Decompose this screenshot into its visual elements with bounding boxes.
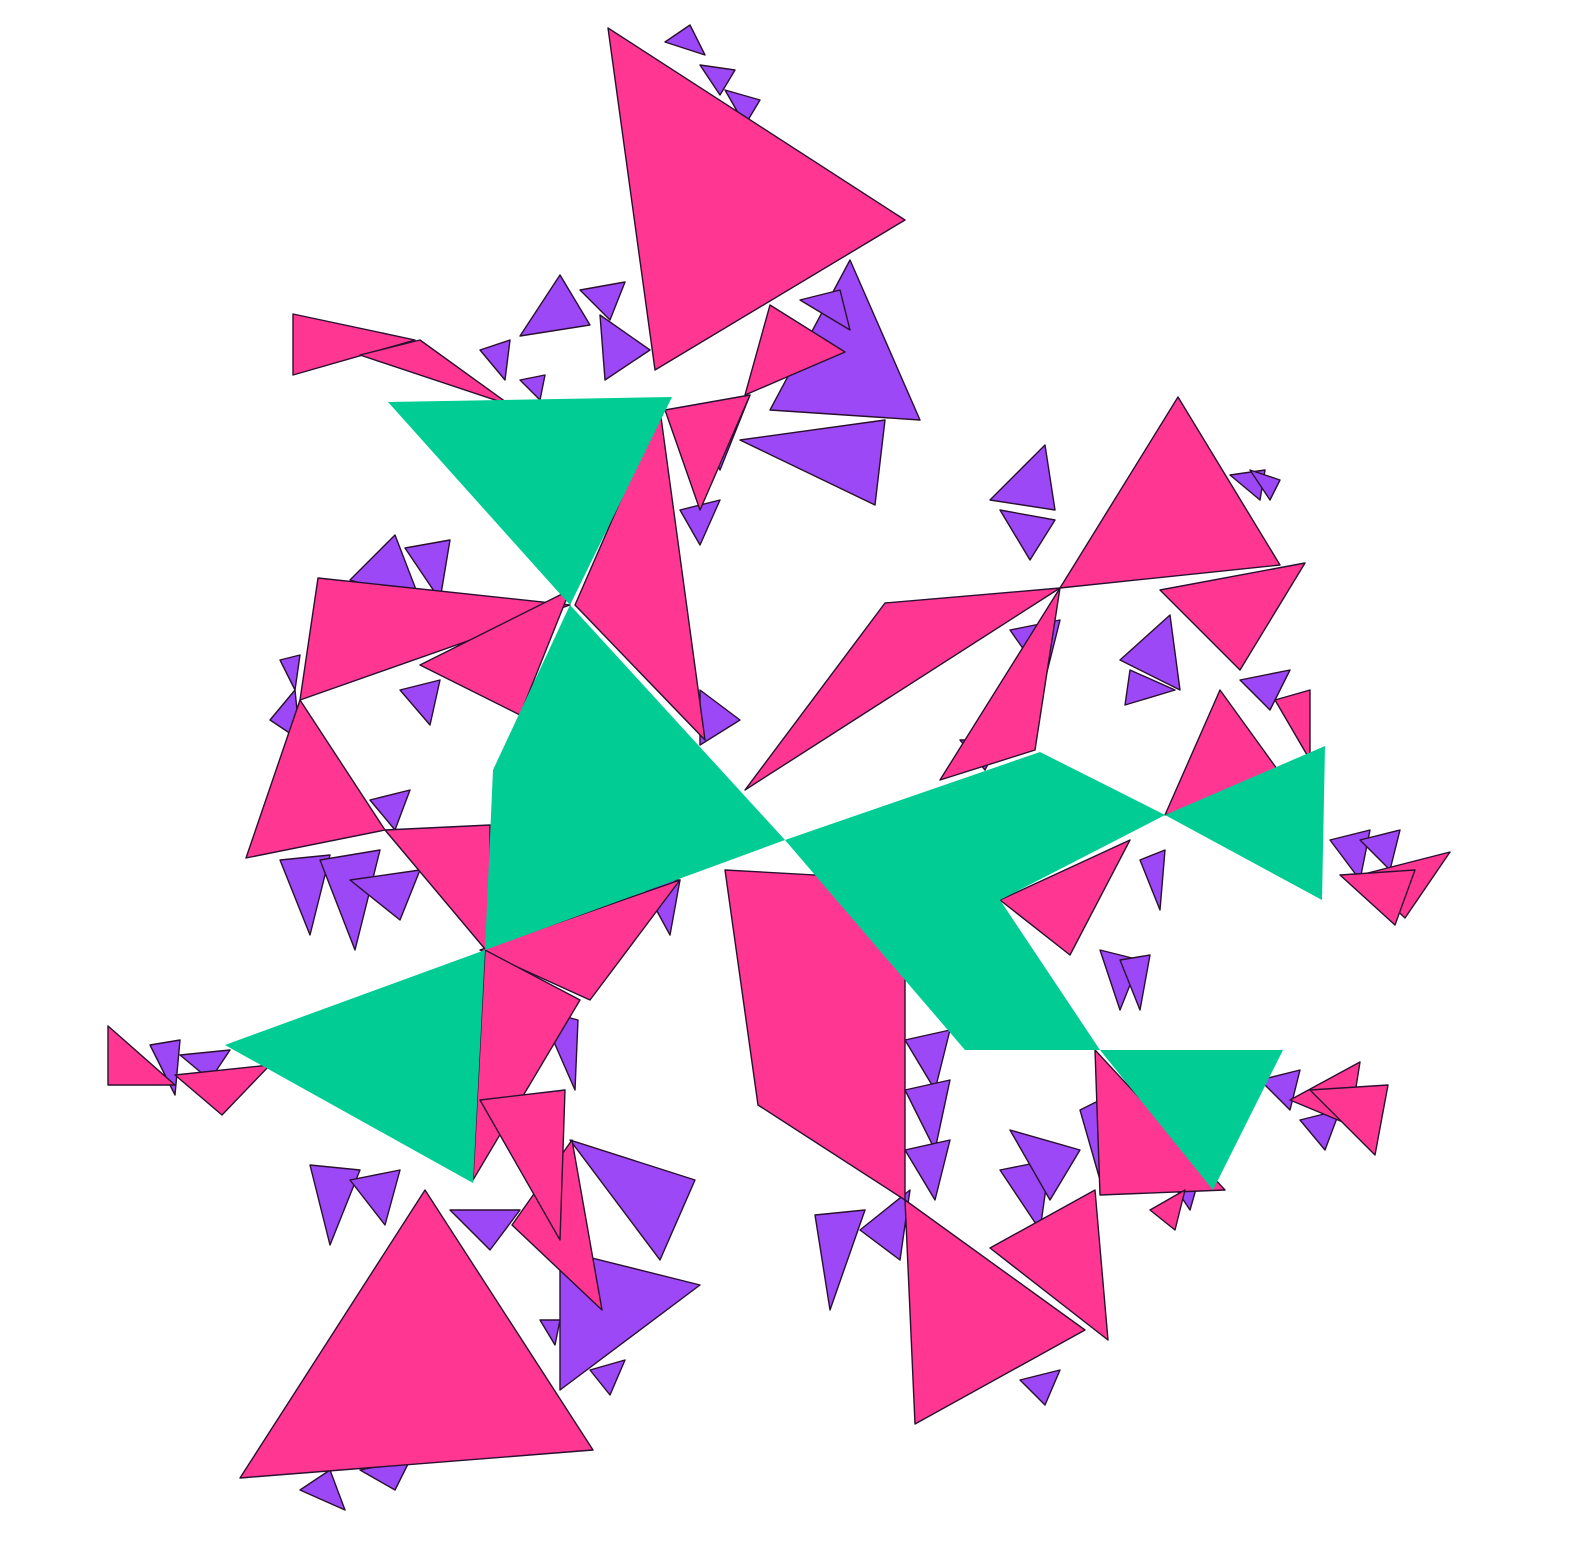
pink-triangle: [1274, 689, 1311, 761]
pink-triangle: [359, 339, 511, 406]
pink-triangle: [989, 1189, 1109, 1341]
pink-triangle: [1059, 396, 1281, 589]
pink-triangle: [1149, 1189, 1186, 1231]
purple-triangle: [179, 1049, 231, 1081]
pink-triangle: [292, 313, 416, 376]
pink-triangle: [479, 1089, 566, 1241]
pink-triangle: [1339, 869, 1416, 926]
purple-triangle: [319, 849, 381, 951]
purple-triangle: [399, 679, 441, 726]
purple-triangle: [904, 1029, 951, 1091]
pink-triangle: [607, 27, 906, 371]
pink-triangle: [299, 577, 571, 701]
green-triangle: [485, 605, 785, 950]
purple-triangle: [449, 1209, 521, 1251]
purple-triangle: [1019, 1369, 1061, 1406]
pink-triangle: [419, 589, 571, 716]
purple-triangle: [579, 281, 626, 321]
purple-triangle: [1299, 1109, 1341, 1151]
purple-triangle: [1009, 1129, 1081, 1201]
pink-triangle: [744, 587, 1061, 791]
purple-triangle: [1329, 829, 1371, 881]
purple-triangle: [149, 1039, 181, 1096]
purple-triangle: [1239, 669, 1291, 711]
purple-triangle: [1119, 614, 1181, 691]
pink-triangle: [664, 394, 751, 511]
pink-triangle: [939, 587, 1061, 781]
pink-triangle: [245, 699, 386, 859]
purple-triangle: [859, 1189, 911, 1261]
purple-triangle: [664, 24, 706, 56]
pink-triangle: [904, 1199, 1086, 1425]
purple-triangle: [569, 1139, 696, 1261]
green-triangle: [388, 397, 672, 605]
pink-triangle: [744, 304, 846, 396]
pink-triangle: [174, 1064, 271, 1116]
pink-triangle: [999, 839, 1131, 956]
purple-triangle: [589, 1359, 626, 1396]
pink-triangle: [107, 1025, 176, 1086]
purple-triangle: [699, 64, 736, 96]
purple-triangle: [699, 689, 741, 746]
purple-triangle: [1139, 849, 1166, 911]
purple-triangle: [799, 289, 851, 331]
purple-triangle: [904, 1079, 951, 1151]
purple-triangle: [404, 539, 451, 601]
purple-triangle: [989, 444, 1056, 511]
purple-triangle: [519, 274, 591, 337]
purple-triangle: [1359, 829, 1401, 871]
purple-triangle: [519, 374, 546, 401]
green-triangle: [1100, 1050, 1283, 1190]
purple-triangle: [279, 854, 331, 936]
green-triangle-layer: [225, 397, 1325, 1190]
purple-triangle: [539, 1319, 561, 1346]
pink-triangle: [1309, 1084, 1389, 1156]
purple-triangle: [369, 789, 411, 831]
purple-triangle: [349, 869, 421, 921]
purple-triangle: [1119, 954, 1151, 1011]
purple-triangle: [999, 509, 1056, 561]
pink-triangle: [1159, 562, 1306, 671]
purple-triangle: [599, 314, 651, 381]
purple-triangle: [904, 1139, 951, 1201]
green-triangle: [1165, 746, 1325, 900]
purple-triangle: [1124, 669, 1176, 706]
purple-triangle: [349, 1169, 401, 1226]
pink-triangle: [239, 1189, 594, 1479]
green-triangle: [785, 752, 1165, 1050]
purple-triangle: [814, 1209, 866, 1311]
purple-triangle: [309, 1164, 361, 1246]
purple-triangle: [479, 339, 511, 381]
pink-triangle-layer: [107, 27, 1451, 1479]
purple-triangle: [1249, 469, 1281, 501]
purple-triangle: [724, 89, 761, 126]
green-triangle: [225, 950, 485, 1183]
purple-triangle: [299, 1469, 346, 1511]
purple-triangle: [739, 419, 886, 506]
purple-triangle: [279, 654, 301, 691]
